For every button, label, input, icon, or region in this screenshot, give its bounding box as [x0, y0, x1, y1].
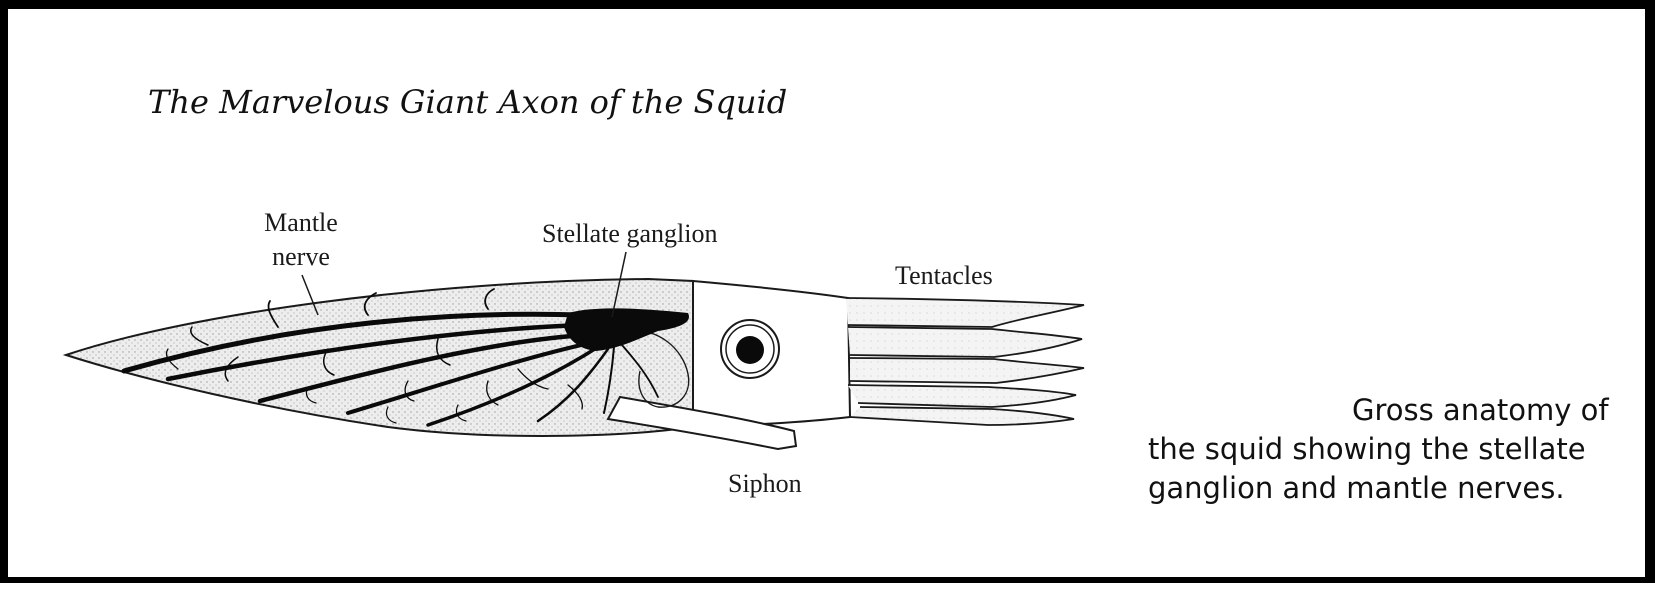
- mantle-body: [66, 279, 693, 436]
- siphon-label: Siphon: [728, 467, 802, 501]
- tentacles-group: [846, 298, 1084, 425]
- mantle-nerve-label-line2: nerve: [254, 240, 348, 274]
- tentacle: [848, 385, 1076, 407]
- tentacle: [848, 327, 1082, 357]
- caption-line-1: Gross anatomy of: [1148, 391, 1618, 430]
- tentacle: [846, 298, 1084, 327]
- tentacle: [850, 358, 1084, 383]
- tentacles-label: Tentacles: [895, 259, 993, 293]
- eye-pupil: [736, 336, 764, 364]
- caption-line-3: ganglion and mantle nerves.: [1148, 469, 1618, 508]
- stellate-ganglion-label: Stellate ganglion: [542, 217, 717, 251]
- caption-line-2: the squid showing the stellate: [1148, 430, 1618, 469]
- figure-caption: Gross anatomy of the squid showing the s…: [1148, 391, 1618, 508]
- mantle-nerve-label: Mantle nerve: [254, 206, 348, 274]
- tentacle: [850, 407, 1074, 425]
- mantle-nerve-label-line1: Mantle: [254, 206, 348, 240]
